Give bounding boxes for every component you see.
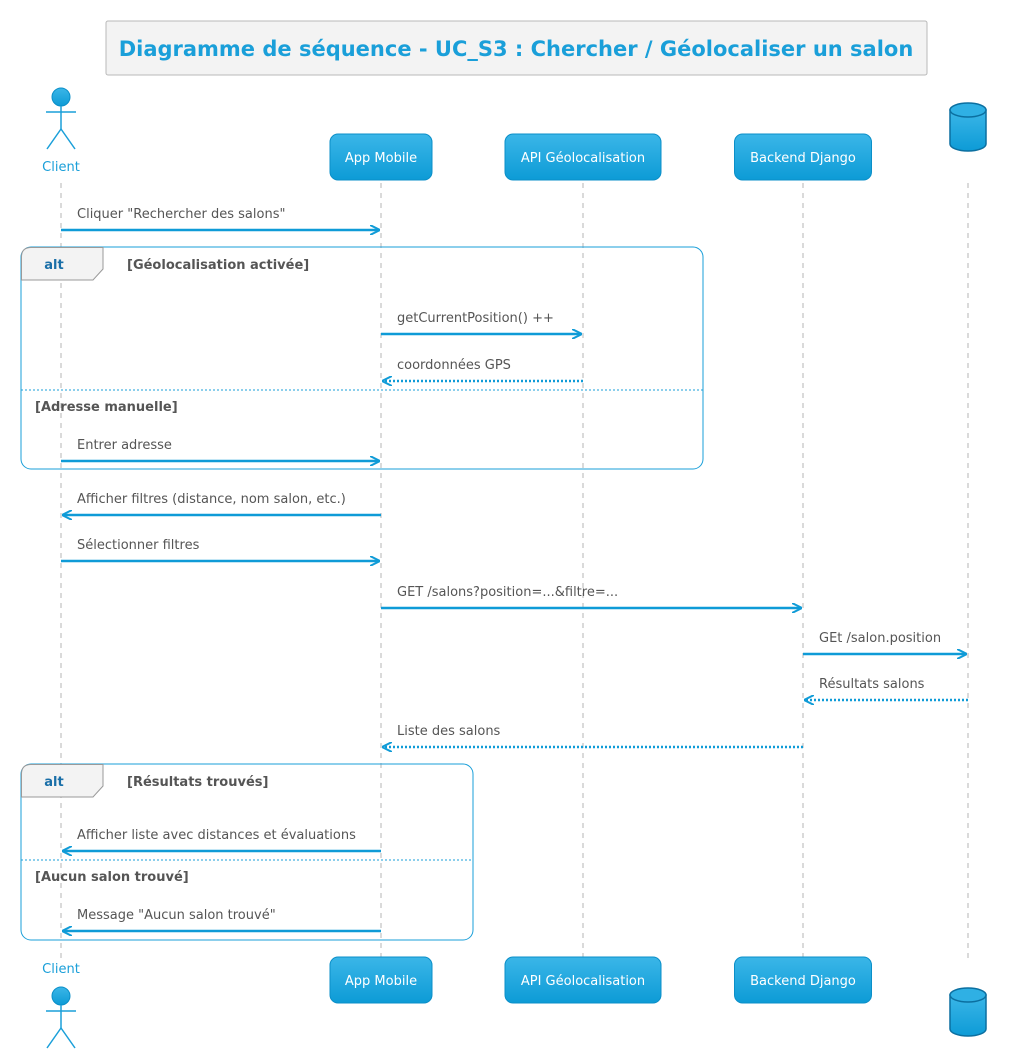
message-label: Sélectionner filtres [77, 538, 200, 553]
message-label: Liste des salons [397, 724, 501, 739]
message-arrow: Entrer adresse [61, 438, 379, 461]
message-arrow: GET /salons?position=...&filtre=... [381, 585, 801, 608]
diagram-title-text: Diagramme de séquence - UC_S3 : Chercher… [119, 37, 914, 61]
participant-app-top: App Mobile [329, 133, 433, 181]
message-arrow: Afficher filtres (distance, nom salon, e… [63, 492, 381, 515]
participant-geo-bottom: API Géolocalisation [504, 956, 662, 1004]
message-arrow: Liste des salons [383, 724, 803, 747]
participant-label: Backend Django [750, 974, 856, 989]
message-arrow: GEt /salon.position [803, 631, 966, 654]
participant-backend-top: Backend Django [734, 133, 872, 181]
message-arrow: Afficher liste avec distances et évaluat… [63, 828, 381, 851]
database-icon [949, 987, 987, 1037]
fragments: alt [Géolocalisation activée] [Adresse man… [20, 246, 704, 941]
participant-app-bottom: App Mobile [329, 956, 433, 1004]
message-label: Résultats salons [819, 677, 925, 692]
participant-label: App Mobile [345, 974, 417, 989]
fragment-keyword: alt [44, 258, 63, 273]
actor-client-bottom: Client [42, 962, 80, 1049]
message-label: GET /salons?position=...&filtre=... [397, 585, 618, 600]
message-label: Afficher liste avec distances et évaluat… [77, 828, 356, 843]
actor-label: Client [42, 962, 80, 977]
message-label: Afficher filtres (distance, nom salon, e… [77, 492, 346, 507]
participant-label: API Géolocalisation [521, 151, 645, 166]
message-label: GEt /salon.position [819, 631, 941, 646]
messages: Cliquer "Rechercher des salons" getCurren… [61, 207, 968, 931]
message-label: Cliquer "Rechercher des salons" [77, 207, 285, 222]
actor-head-icon [51, 986, 71, 1006]
participant-label: Backend Django [750, 151, 856, 166]
fragment-keyword: alt [44, 775, 63, 790]
fragment-guard: [Résultats trouvés] [127, 775, 268, 790]
fragment-guard: [Géolocalisation activée] [127, 258, 309, 273]
message-arrow: Cliquer "Rechercher des salons" [61, 207, 379, 230]
message-label: Message "Aucun salon trouvé" [77, 908, 276, 923]
participant-label: API Géolocalisation [521, 974, 645, 989]
actor-label: Client [42, 160, 80, 175]
fragment-guard: [Adresse manuelle] [35, 400, 178, 415]
diagram-title: Diagramme de séquence - UC_S3 : Chercher… [105, 20, 928, 76]
participant-backend-bottom: Backend Django [734, 956, 872, 1004]
actor-head-icon [51, 87, 71, 107]
message-arrow: Résultats salons [805, 677, 968, 700]
message-arrow: coordonnées GPS [383, 358, 583, 381]
alt-fragment: alt [Géolocalisation activée] [Adresse man… [20, 246, 704, 470]
participant-geo-top: API Géolocalisation [504, 133, 662, 181]
message-arrow: getCurrentPosition() ++ [381, 311, 581, 334]
actor-client-top: Client [42, 87, 80, 175]
database-icon [949, 102, 987, 152]
message-label: Entrer adresse [77, 438, 172, 453]
message-arrow: Sélectionner filtres [61, 538, 379, 561]
alt-fragment: alt [Résultats trouvés] [Aucun salon trouv… [20, 763, 474, 941]
message-label: coordonnées GPS [397, 358, 511, 373]
fragment-guard: [Aucun salon trouvé] [35, 870, 189, 885]
message-label: getCurrentPosition() ++ [397, 311, 554, 326]
message-arrow: Message "Aucun salon trouvé" [63, 908, 381, 931]
participant-label: App Mobile [345, 151, 417, 166]
